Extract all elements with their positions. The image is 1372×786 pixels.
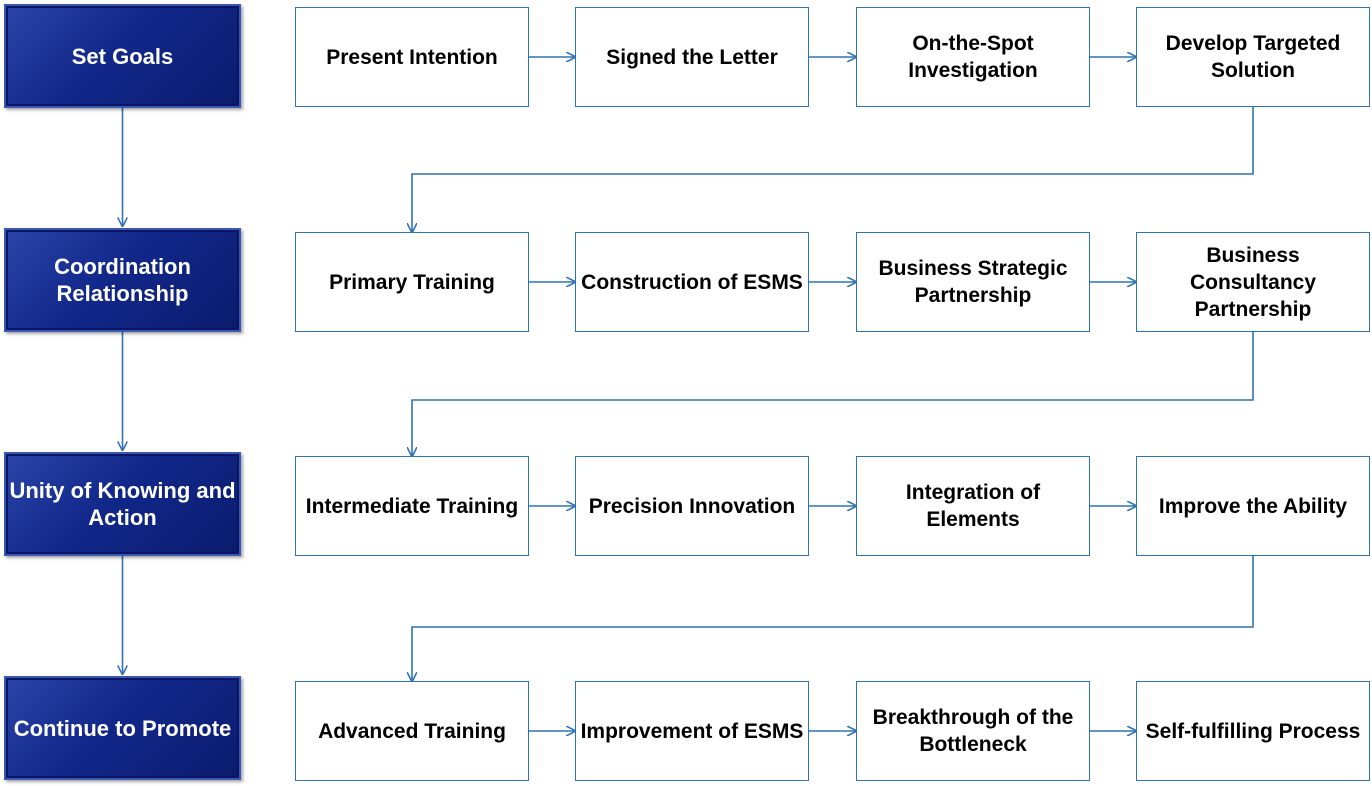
step-precision-innovation: Precision Innovation [575, 456, 809, 556]
step-advanced-training: Advanced Training [295, 681, 529, 781]
stage-label-continue-to-promote: Continue to Promote [4, 676, 241, 780]
step-develop-targeted-solution: Develop Targeted Solution [1136, 7, 1370, 107]
stage-label-unity-of-knowing-and-action: Unity of Knowing and Action [4, 452, 241, 556]
step-construction-of-esms: Construction of ESMS [575, 232, 809, 332]
stage-label-coordination-relationship: Coordination Relationship [4, 228, 241, 332]
step-present-intention: Present Intention [295, 7, 529, 107]
elbow-connector-2 [412, 332, 1254, 456]
step-improvement-of-esms: Improvement of ESMS [575, 681, 809, 781]
step-business-consultancy-partnership: Business Consultancy Partnership [1136, 232, 1370, 332]
step-signed-the-letter: Signed the Letter [575, 7, 809, 107]
elbow-connector-1 [412, 107, 1254, 232]
step-integration-of-elements: Integration of Elements [856, 456, 1090, 556]
step-primary-training: Primary Training [295, 232, 529, 332]
step-business-strategic-partnership: Business Strategic Partnership [856, 232, 1090, 332]
step-improve-the-ability: Improve the Ability [1136, 456, 1370, 556]
step-self-fulfilling-process: Self-fulfilling Process [1136, 681, 1370, 781]
elbow-connector-3 [412, 556, 1254, 681]
step-intermediate-training: Intermediate Training [295, 456, 529, 556]
step-on-the-spot-investigation: On-the-Spot Investigation [856, 7, 1090, 107]
stage-label-set-goals: Set Goals [4, 4, 241, 108]
step-breakthrough-of-the-bottleneck: Breakthrough of the Bottleneck [856, 681, 1090, 781]
